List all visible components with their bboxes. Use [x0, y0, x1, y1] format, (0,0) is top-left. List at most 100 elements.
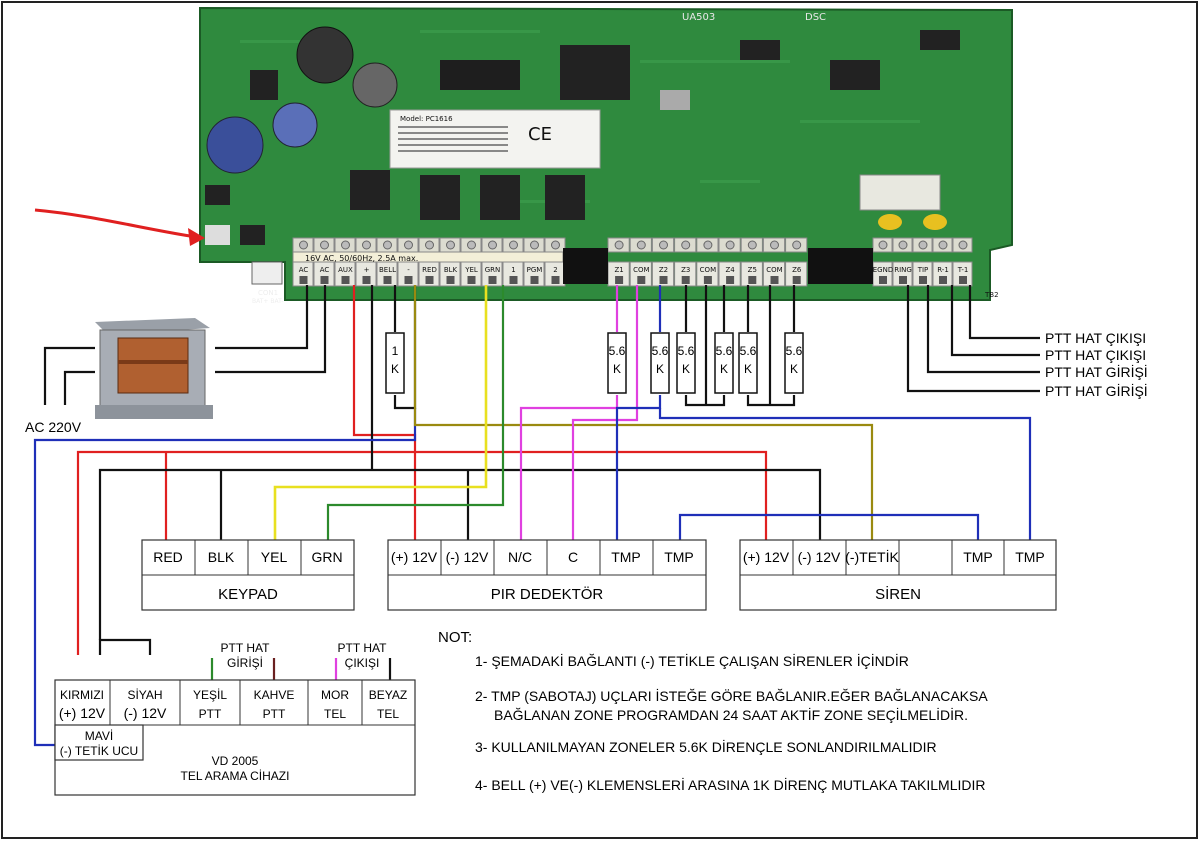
ptt-label-3: PTT HAT GİRİŞİ	[1045, 363, 1148, 380]
left-terminal-label: 1	[511, 266, 515, 274]
telco-terminal-label: R-1	[937, 266, 949, 274]
resistor-label: K	[656, 362, 664, 376]
resistor-label: K	[613, 362, 621, 376]
resistor-label: 5.6	[652, 344, 669, 358]
pir-cell-plus12v: (+) 12V	[391, 549, 438, 565]
resistor-label: 5.6	[609, 344, 626, 358]
siren-cell-tmp2: TMP	[1015, 549, 1045, 565]
zone-terminal-label: Z6	[792, 266, 802, 274]
left-terminal: AUX	[334, 237, 356, 287]
dialer-ptt-in-1: PTT HAT	[221, 641, 271, 655]
resistor-label: 5.6	[716, 344, 733, 358]
resistor-z1: 5.6K	[607, 332, 627, 394]
left-terminal-label: GRN	[485, 266, 501, 274]
wire-blue-tetik	[33, 408, 417, 747]
pir-cell-nc: N/C	[508, 549, 532, 565]
left-terminal: PGM	[523, 237, 545, 287]
wire-aux-plus	[352, 285, 417, 540]
zone-terminal-label: Z1	[614, 266, 623, 274]
zone-terminal-label: COM	[633, 266, 649, 274]
dialer-cell-kahve-2: PTT	[263, 707, 286, 721]
left-terminal-label: YEL	[464, 266, 478, 274]
resistor-label: K	[744, 362, 752, 376]
siren-cell-tmp1: TMP	[963, 549, 993, 565]
left-terminal-label: PGM	[527, 266, 543, 274]
pir-box: (+) 12V (-) 12V N/C C TMP TMP PIR DEDEKT…	[387, 539, 707, 611]
pir-cell-tmp2: TMP	[664, 549, 694, 565]
note-4: 4- BELL (+) VE(-) KLEMENSLERİ ARASINA 1K…	[475, 776, 986, 793]
dialer-cell-kirmizi-2: (+) 12V	[59, 705, 106, 721]
zone-terminal: COM	[629, 237, 652, 287]
left-terminal: RED	[418, 237, 440, 287]
wire-mains-2	[63, 370, 95, 405]
keypad-cell-yel: YEL	[261, 549, 288, 565]
left-terminal: YEL	[460, 237, 482, 287]
wire-magenta-nc	[519, 395, 619, 540]
zone-terminal-label: Z3	[681, 266, 690, 274]
telco-terminal: EGND	[872, 237, 893, 287]
wires	[33, 285, 1040, 747]
telco-terminal: R-1	[932, 237, 953, 287]
siren-cell-minus12v: (-) 12V	[798, 549, 841, 565]
left-terminal-label: AUX	[338, 266, 353, 274]
dialer-cell-kahve-1: KAHVE	[254, 688, 295, 702]
dialer-cell-kirmizi-1: KIRMIZI	[60, 688, 104, 702]
notes: NOT: 1- ŞEMADAKİ BAĞLANTI (-) TETİKLE ÇA…	[438, 629, 988, 793]
zone-terminal-label: Z5	[748, 266, 757, 274]
wire-mains-1	[43, 346, 95, 405]
left-terminal-label: BLK	[444, 266, 458, 274]
resistor-label: 5.6	[678, 344, 695, 358]
zone-terminal: COM	[696, 237, 719, 287]
telco-terminal-label: T-1	[957, 266, 969, 274]
resistor-label: 5.6	[740, 344, 757, 358]
board-code: UA503	[682, 12, 715, 23]
left-terminal: +	[355, 237, 377, 287]
keypad-title: KEYPAD	[218, 586, 278, 603]
note-3: 3- KULLANILMAYAN ZONELER 5.6K DİRENÇLE S…	[475, 738, 937, 755]
con1-label: CON1	[258, 289, 278, 297]
keypad-cell-blk: BLK	[208, 549, 235, 565]
dialer-cell-beyaz-2: TEL	[377, 707, 399, 721]
dialer-cell-mor-1: MOR	[321, 688, 349, 702]
wire-ac-1	[215, 285, 309, 350]
dialer-mavi-1: MAVİ	[85, 729, 113, 743]
ptt-line-labels: PTT HAT ÇIKIŞI PTT HAT ÇIKIŞI PTT HAT Gİ…	[1045, 330, 1148, 399]
dialer-cell-mor-2: TEL	[324, 707, 346, 721]
left-terminal: BELL	[376, 237, 398, 287]
telco-terminal-label: RING	[894, 266, 912, 274]
left-terminal: BLK	[439, 237, 461, 287]
red-arrow-head	[188, 228, 205, 246]
alarm-panel-pcb: Model: PC1616 CE UA503 DSC	[199, 6, 1013, 301]
pir-cell-c: C	[568, 549, 578, 565]
telco-terminal: TIP	[912, 237, 933, 287]
telco-terminal-label: TIP	[917, 266, 929, 274]
resistor-label: 1	[392, 344, 399, 358]
left-terminal-label: AC	[320, 266, 330, 274]
resistor-bell: 1K	[385, 332, 405, 394]
left-terminal: 1	[502, 237, 524, 287]
tb2-label: TB2	[984, 291, 999, 299]
wire-green	[326, 285, 505, 540]
left-terminal-label: +	[364, 266, 370, 274]
siren-cell-tetik: (-)TETİK	[845, 548, 899, 565]
ptt-label-1: PTT HAT ÇIKIŞI	[1045, 330, 1146, 346]
resistor-z5: 5.6K	[738, 332, 758, 394]
pir-title: PIR DEDEKTÖR	[491, 585, 604, 603]
telco-terminal: RING	[892, 237, 913, 287]
wire-black-bus	[98, 468, 822, 640]
left-terminal-label: AC	[299, 266, 309, 274]
dialer-cell-yesil-2: PTT	[199, 707, 222, 721]
resistor-z2: 5.6K	[650, 332, 670, 394]
siren-box: (+) 12V (-) 12V (-)TETİK TMP TMP SİREN	[739, 539, 1057, 611]
dialer-ptt-out-2: ÇIKIŞI	[345, 656, 380, 670]
model-sticker-text: Model: PC1616	[400, 115, 453, 123]
ac-220v-label: AC 220V	[25, 419, 82, 435]
resistor-label: K	[391, 362, 399, 376]
telco-terminal: T-1	[952, 237, 973, 287]
zone-terminal-label: Z4	[725, 266, 735, 274]
keypad-cell-red: RED	[153, 549, 183, 565]
